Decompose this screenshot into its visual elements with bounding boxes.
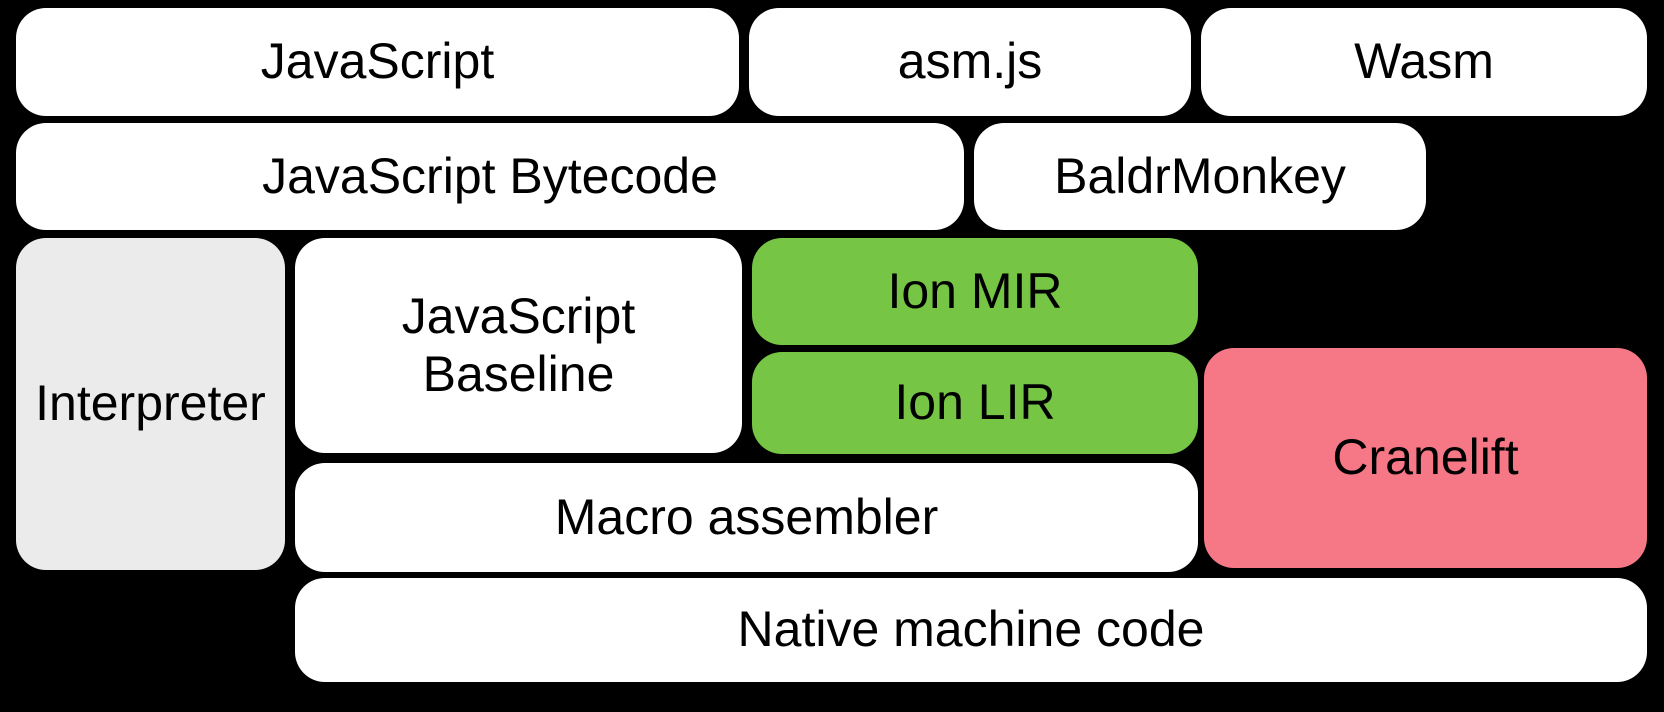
node-macro-assembler: Macro assembler: [295, 463, 1198, 572]
node-baldrmonkey: BaldrMonkey: [974, 123, 1426, 230]
node-native-machine-code: Native machine code: [295, 578, 1647, 682]
node-wasm: Wasm: [1201, 8, 1647, 116]
node-label: Native machine code: [737, 601, 1205, 658]
node-label: JavaScript Baseline: [401, 288, 636, 402]
node-label: Macro assembler: [554, 488, 939, 545]
node-label: Ion MIR: [887, 262, 1063, 319]
node-label: asm.js: [897, 33, 1043, 90]
node-ion-mir: Ion MIR: [752, 238, 1198, 345]
node-label: Ion LIR: [894, 374, 1056, 431]
node-javascript: JavaScript: [16, 8, 739, 116]
node-asmjs: asm.js: [749, 8, 1191, 116]
node-interpreter: Interpreter: [16, 238, 285, 570]
node-ion-lir: Ion LIR: [752, 352, 1198, 454]
node-label: JavaScript Bytecode: [262, 147, 718, 204]
node-label: BaldrMonkey: [1054, 147, 1346, 204]
node-label: Cranelift: [1332, 429, 1519, 486]
node-label: Interpreter: [35, 375, 266, 432]
node-javascript-baseline: JavaScript Baseline: [295, 238, 742, 453]
node-label: Wasm: [1354, 33, 1494, 90]
node-cranelift: Cranelift: [1204, 348, 1647, 568]
node-javascript-bytecode: JavaScript Bytecode: [16, 123, 964, 230]
node-label: JavaScript: [260, 33, 495, 90]
